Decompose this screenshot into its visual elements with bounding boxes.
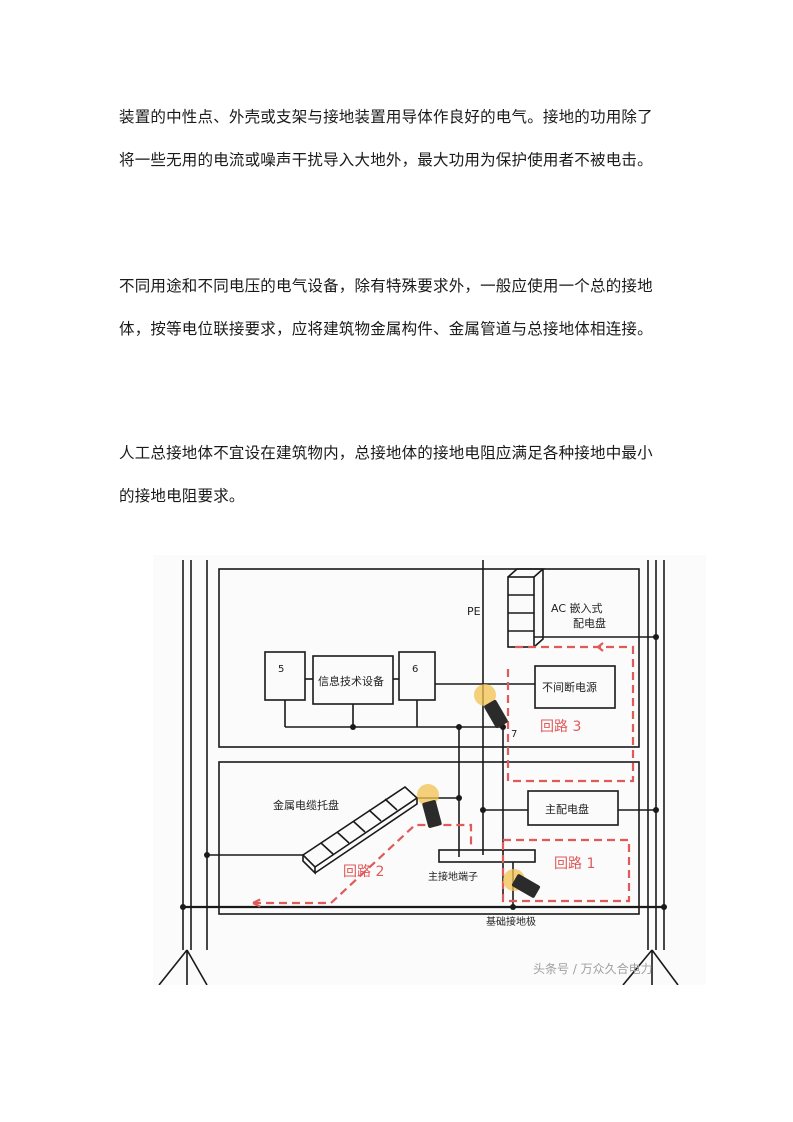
- box-6: [398, 651, 436, 701]
- loop-2-label: 回路 2: [343, 864, 384, 880]
- main-terminal-label: 主接地端子: [428, 870, 478, 883]
- box-6-label: 6: [412, 664, 418, 675]
- loop-3-path: [506, 645, 635, 783]
- ac-panel-cabinet-side: [507, 568, 546, 648]
- it-equipment-label: 信息技术设备: [318, 674, 384, 688]
- paragraph-line: 体，按等电位联接要求，应将建筑物金属构件、金属管道与总接地体相连接。: [119, 320, 653, 338]
- foundation-electrode-label: 基础接地极: [486, 915, 536, 928]
- clamp-meter-icon: [503, 869, 541, 898]
- grounding-diagram: PE AC 嵌入式 配电盘 5 6 信息技术设备 不间断电源 7 回路 3 金属…: [153, 555, 706, 985]
- paragraph-artificial-electrode: 人工总接地体不宜设在建筑物内，总接地体的接地电阻应满足各种接地中最小 的接地电阻…: [119, 432, 679, 518]
- grounding-diagram-svg: PE AC 嵌入式 配电盘 5 6 信息技术设备 不间断电源 7 回路 3 金属…: [158, 560, 679, 985]
- paragraph-line: 不同用途和不同电压的电气设备，除有特殊要求外，一般应使用一个总的接地: [119, 277, 653, 295]
- number-7-label: 7: [511, 729, 517, 740]
- box-5: [264, 651, 306, 701]
- main-grounding-terminal: [438, 849, 536, 863]
- pe-label: PE: [467, 605, 481, 618]
- ac-panel-cabinet: [507, 576, 535, 648]
- loop-1-path: [501, 838, 631, 903]
- paragraph-line: 将一些无用的电流或噪声干扰导入大地外，最大功用为保护使用者不被电击。: [119, 151, 653, 169]
- watermark-text: 头条号 / 万众久合电力: [533, 961, 653, 976]
- main-panel-label: 主配电盘: [545, 802, 589, 816]
- main-panel-box: [527, 790, 619, 826]
- ups-box: [534, 665, 616, 709]
- clamp-meter-icon: [417, 784, 442, 828]
- paragraph-line: 装置的中性点、外壳或支架与接地装置用导体作良好的电气。接地的功用除了: [119, 108, 653, 126]
- ac-panel-label-2: 配电盘: [573, 616, 606, 630]
- right-foot: [622, 949, 679, 985]
- loop-1-label: 回路 1: [554, 856, 595, 872]
- loop-2-path: [253, 823, 473, 905]
- cable-tray-label: 金属电缆托盘: [273, 798, 339, 812]
- ups-label: 不间断电源: [542, 680, 597, 694]
- lower-floor-room: [218, 761, 640, 915]
- ac-panel-label-1: AC 嵌入式: [551, 602, 603, 615]
- paragraph-grounding-definition: 装置的中性点、外壳或支架与接地装置用导体作良好的电气。接地的功用除了 将一些无用…: [119, 96, 679, 182]
- upper-floor-room: [218, 568, 640, 748]
- paragraph-common-grounding: 不同用途和不同电压的电气设备，除有特殊要求外，一般应使用一个总的接地 体，按等电…: [119, 265, 679, 351]
- paragraph-line: 的接地电阻要求。: [119, 487, 245, 505]
- loop-3-label: 回路 3: [540, 719, 581, 735]
- left-foot: [158, 949, 208, 985]
- box-5-label: 5: [278, 664, 284, 675]
- clamp-meter-icon: [474, 684, 508, 729]
- paragraph-line: 人工总接地体不宜设在建筑物内，总接地体的接地电阻应满足各种接地中最小: [119, 444, 653, 462]
